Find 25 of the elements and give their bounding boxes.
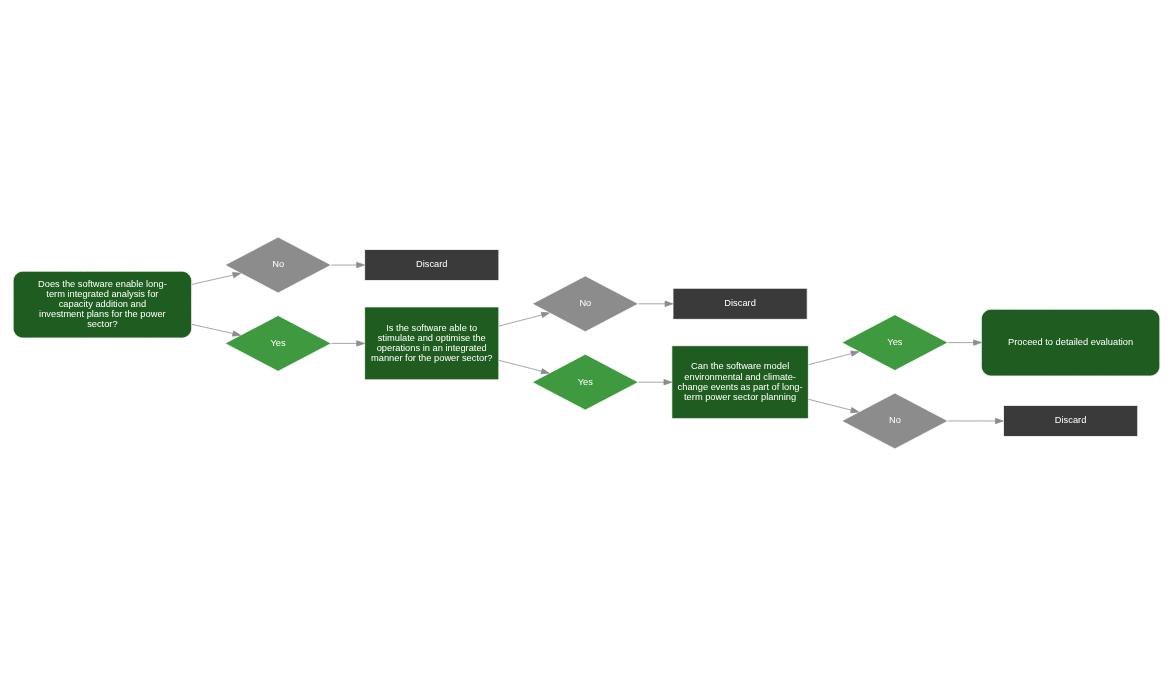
node-box: Is the software able to stimulate and optimise the operations in an integrated manner for the power sector? xyxy=(364,306,500,381)
arrow xyxy=(498,359,550,375)
arrow xyxy=(808,350,860,366)
node-diamond: No xyxy=(224,236,332,294)
node-box: Discard xyxy=(364,249,500,281)
node-diamond: Yes xyxy=(531,353,639,411)
arrow xyxy=(947,417,1004,425)
arrow xyxy=(808,398,860,414)
node-diamond: Yes xyxy=(224,315,332,372)
node-box: Does the software enable long-term integrated analysis for capacity addition and investment plans for the power sector? xyxy=(12,270,192,339)
node-diamond: Yes xyxy=(841,314,949,371)
arrow xyxy=(191,272,242,285)
arrow xyxy=(498,311,550,327)
arrow xyxy=(638,379,673,386)
node-diamond: No xyxy=(841,392,949,450)
arrow xyxy=(331,261,365,269)
arrow xyxy=(638,300,674,307)
node-box: Discard xyxy=(672,287,808,320)
arrow xyxy=(191,323,241,337)
arrow xyxy=(947,339,982,346)
arrow xyxy=(331,340,365,347)
node-diamond: No xyxy=(531,275,639,333)
node-box: Can the software model environmental and climate-change events as part of long-term power sector planning xyxy=(671,345,809,420)
node-box: Discard xyxy=(1003,405,1139,437)
node-box: Proceed to detailed evaluation xyxy=(981,308,1161,377)
